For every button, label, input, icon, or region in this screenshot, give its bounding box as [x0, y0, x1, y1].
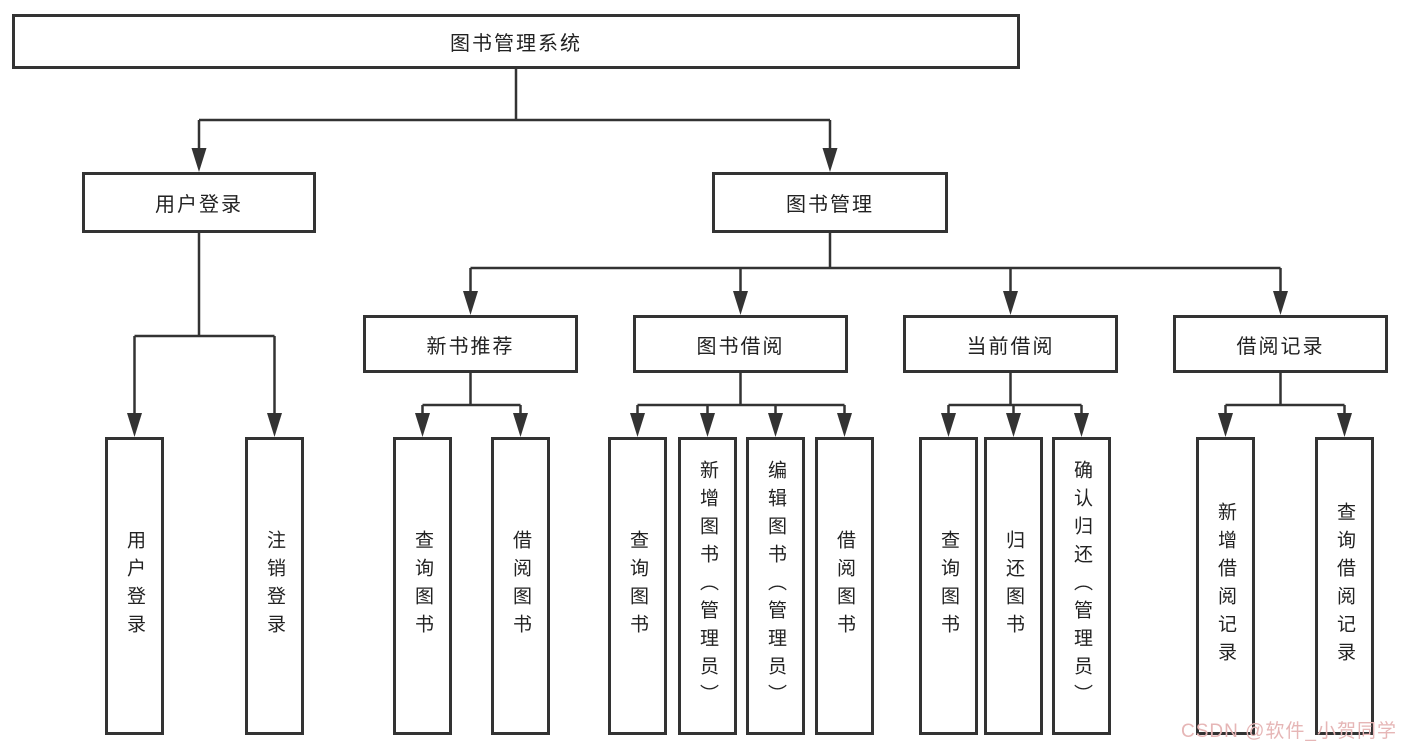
- node-book-management: 图书管理: [712, 172, 948, 233]
- arrow-down-icon: [1273, 291, 1288, 315]
- section-label: 当前借阅: [966, 335, 1055, 358]
- user-login-connector: [133, 233, 276, 417]
- node-section-new-books: 新书推荐: [363, 315, 578, 373]
- leaf-add-books-admin: 新增图书（管理员）: [678, 437, 737, 735]
- arrow-down-icon: [700, 413, 715, 437]
- node-section-book-borrow: 图书借阅: [633, 315, 848, 373]
- leaf-label: 查询图书: [412, 530, 433, 642]
- leaf-label: 查询借阅记录: [1334, 502, 1355, 670]
- leaf-label: 借阅图书: [834, 530, 855, 642]
- leaf-label: 确认归还（管理员）: [1071, 460, 1092, 712]
- leaf-label: 用户登录: [124, 530, 145, 642]
- arrow-down-icon: [1006, 413, 1021, 437]
- arrow-down-icon: [1003, 291, 1018, 315]
- leaf-label: 查询图书: [627, 530, 648, 642]
- arrow-down-icon: [127, 413, 142, 437]
- arrow-down-icon: [1074, 413, 1089, 437]
- leaf-label: 编辑图书（管理员）: [765, 460, 786, 712]
- root-connector: [197, 69, 832, 152]
- arrow-down-icon: [837, 413, 852, 437]
- arrow-down-icon: [1218, 413, 1233, 437]
- arrow-down-icon: [1337, 413, 1352, 437]
- leaf-label: 注销登录: [264, 530, 285, 642]
- leaf-label: 查询图书: [938, 530, 959, 642]
- arrow-down-icon: [768, 413, 783, 437]
- leaf-add-borrow-record: 新增借阅记录: [1196, 437, 1255, 735]
- leaf-label: 归还图书: [1003, 530, 1024, 642]
- leaf-borrow-books-1: 借阅图书: [491, 437, 550, 735]
- leaf-label: 新增借阅记录: [1215, 502, 1236, 670]
- leaf-logout: 注销登录: [245, 437, 304, 735]
- leaf-borrow-books-2: 借阅图书: [815, 437, 874, 735]
- node-root: 图书管理系统: [12, 14, 1020, 69]
- node-section-current-borrow: 当前借阅: [903, 315, 1118, 373]
- node-section-borrow-records: 借阅记录: [1173, 315, 1388, 373]
- arrow-down-icon: [941, 413, 956, 437]
- leaf-query-books-1: 查询图书: [393, 437, 452, 735]
- leaf-label: 新增图书（管理员）: [697, 460, 718, 712]
- node-user-login: 用户登录: [82, 172, 316, 233]
- leaf-query-books-2: 查询图书: [608, 437, 667, 735]
- section-label: 借阅记录: [1236, 335, 1325, 358]
- arrow-down-icon: [630, 413, 645, 437]
- leaf-user-login: 用户登录: [105, 437, 164, 735]
- leaf-label: 借阅图书: [510, 530, 531, 642]
- leaf-return-books: 归还图书: [984, 437, 1043, 735]
- section-label: 新书推荐: [426, 335, 515, 358]
- new-books-connector: [421, 373, 522, 417]
- arrow-down-icon: [513, 413, 528, 437]
- arrow-down-icon: [191, 148, 207, 172]
- arrow-down-icon: [822, 148, 838, 172]
- arrow-down-icon: [267, 413, 282, 437]
- arrow-down-icon: [463, 291, 478, 315]
- book-management-connector: [469, 233, 1282, 295]
- current-borrow-connector: [947, 373, 1083, 417]
- node-user-login-label: 用户登录: [155, 194, 243, 216]
- leaf-query-books-3: 查询图书: [919, 437, 978, 735]
- section-label: 图书借阅: [696, 335, 785, 358]
- node-book-management-label: 图书管理: [786, 194, 874, 216]
- csdn-watermark: CSDN @软件_小贺同学: [1181, 721, 1397, 742]
- borrow-records-connector: [1224, 373, 1346, 417]
- arrow-down-icon: [733, 291, 748, 315]
- leaf-query-borrow-record: 查询借阅记录: [1315, 437, 1374, 735]
- book-borrow-connector: [636, 373, 846, 417]
- node-root-label: 图书管理系统: [450, 33, 582, 55]
- leaf-confirm-return-admin: 确认归还（管理员）: [1052, 437, 1111, 735]
- leaf-edit-books-admin: 编辑图书（管理员）: [746, 437, 805, 735]
- arrow-down-icon: [415, 413, 430, 437]
